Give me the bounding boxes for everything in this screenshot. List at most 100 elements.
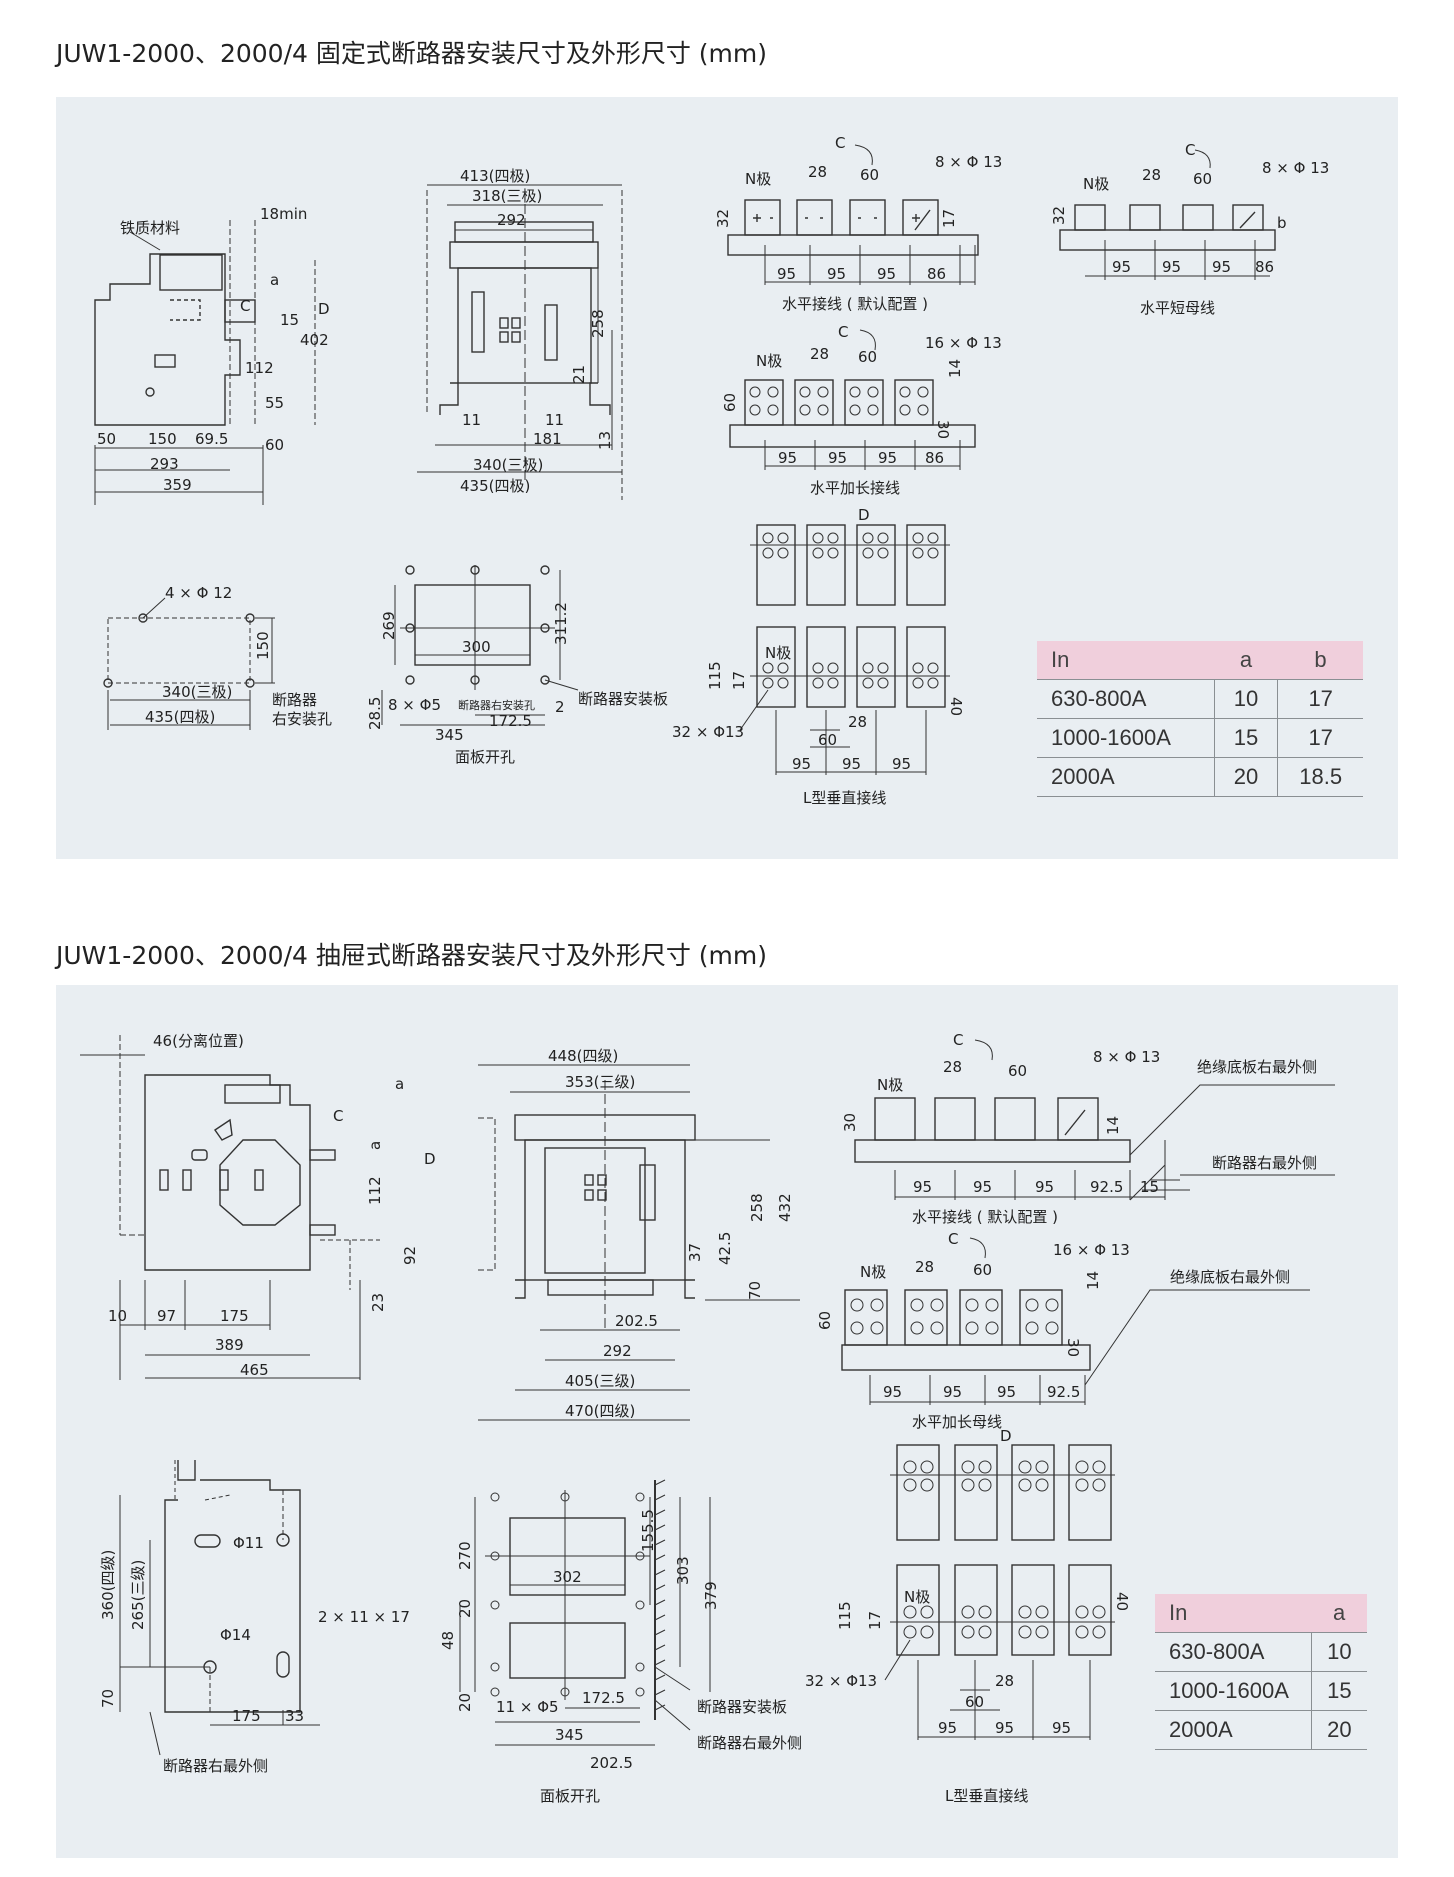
table-header-in: In: [1037, 641, 1215, 680]
s2-fv-470: 470(四级): [565, 1402, 635, 1420]
s1-pc-2: 2: [555, 698, 565, 716]
table-header-in: In: [1155, 1594, 1312, 1633]
s1-hd-holes: 8 × Φ 13: [935, 153, 1002, 171]
table-header-row: In a b: [1037, 641, 1363, 680]
s1-he-14: 14: [946, 359, 964, 378]
s1-side-view: [94, 220, 316, 505]
table-cell: 1000-1600A: [1155, 1671, 1312, 1711]
table-cell: 18.5: [1277, 757, 1363, 797]
s1-hs-caption: 水平短母线: [1140, 299, 1215, 317]
s2-he-60v: 60: [816, 1311, 834, 1330]
s2-hd-60: 60: [1008, 1062, 1027, 1080]
s2-sv-92: 92: [401, 1246, 419, 1265]
s2-hd-caption: 水平接线 ( 默认配置 ): [912, 1208, 1058, 1226]
table-cell: 10: [1310, 1632, 1367, 1672]
s1-hs-60: 60: [1193, 170, 1212, 188]
s2-mh-360: 360(四级): [99, 1550, 117, 1620]
s2-sv-23: 23: [369, 1293, 387, 1312]
s1-pc-345: 345: [435, 726, 464, 744]
s2-rating-table: In a 630-800A 10 1000-1600A 15 2000A 20: [1155, 1594, 1367, 1750]
table-header-b: b: [1277, 641, 1363, 680]
table-cell: 2000A: [1155, 1710, 1312, 1750]
s2-mh-175: 175: [232, 1707, 261, 1725]
s2-pc-302: 302: [553, 1568, 582, 1586]
s1-dim-293: 293: [150, 455, 179, 473]
s2-pc-20b: 20: [456, 1693, 474, 1712]
s2-sv-a2: a: [366, 1141, 384, 1150]
s1-he-95c: 95: [878, 449, 897, 467]
s2-he-30: 30: [1064, 1338, 1082, 1357]
s1-he-caption: 水平加长接线: [810, 479, 900, 497]
s2-lv-115: 115: [836, 1601, 854, 1630]
s1-front-181: 181: [533, 430, 562, 448]
s2-sv-112: 112: [366, 1176, 384, 1205]
s1-hd-17: 17: [940, 209, 958, 228]
s2-lv-60: 60: [965, 1693, 984, 1711]
s1-pc-caption: 面板开孔: [455, 748, 515, 766]
s1-dim-150: 150: [148, 430, 177, 448]
s1-front-view: [417, 184, 623, 500]
s2-pc-202.5: 202.5: [590, 1754, 633, 1772]
s2-horizontal-default: [854, 1039, 1335, 1201]
s2-lv-d: D: [1000, 1427, 1012, 1445]
s1-front-258: 258: [589, 309, 607, 338]
table-row: 630-800A 10 17: [1037, 679, 1363, 719]
s2-pc-plate: 断路器安装板: [697, 1698, 787, 1716]
table-cell: 15: [1213, 718, 1278, 758]
table-cell: 1000-1600A: [1037, 718, 1215, 758]
s1-lv-holes: 32 × Φ13: [672, 723, 744, 741]
s2-hd-15: 15: [1140, 1178, 1159, 1196]
s2-he-holes: 16 × Φ 13: [1053, 1241, 1130, 1259]
table-row: 1000-1600A 15: [1155, 1671, 1367, 1711]
s2-hd-c: C: [953, 1031, 963, 1049]
s2-pc-155.5: 155.5: [639, 1509, 657, 1552]
s1-he-95a: 95: [778, 449, 797, 467]
s1-hd-28: 28: [808, 163, 827, 181]
s1-pc-holes: 8 × Φ5: [388, 696, 441, 714]
s2-he-95b: 95: [943, 1383, 962, 1401]
table-row: 2000A 20 18.5: [1037, 757, 1363, 797]
s2-front-view: [478, 1064, 800, 1421]
s1-horizontal-default: [727, 144, 979, 285]
s1-dim-15: 15: [280, 311, 299, 329]
table-cell: 17: [1277, 679, 1363, 719]
s2-hd-insulation: 绝缘底板右最外侧: [1197, 1058, 1317, 1076]
s1-lv-60: 60: [818, 731, 837, 749]
s1-lv-40: 40: [947, 697, 965, 716]
s2-pc-303: 303: [674, 1556, 692, 1585]
s2-lv-40: 40: [1113, 1592, 1131, 1611]
s2-hd-95b: 95: [973, 1178, 992, 1196]
section2-title: JUW1-2000、2000/4 抽屉式断路器安装尺寸及外形尺寸 (mm): [56, 941, 767, 970]
s1-dim-50: 50: [97, 430, 116, 448]
s1-mh-340: 340(三极): [162, 683, 232, 701]
s2-horizontal-extended: [841, 1237, 1310, 1405]
s2-hd-breaker-side: 断路器右最外侧: [1212, 1154, 1317, 1172]
s2-he-95a: 95: [883, 1383, 902, 1401]
s1-front-413: 413(四极): [460, 167, 530, 185]
s1-hs-28: 28: [1142, 166, 1161, 184]
s2-pc-379: 379: [702, 1581, 720, 1610]
table-row: 2000A 20: [1155, 1710, 1367, 1750]
s2-lv-17: 17: [866, 1611, 884, 1630]
s2-he-npole: N极: [860, 1263, 886, 1281]
s1-pc-28.5: 28.5: [366, 697, 384, 730]
s1-lv-95c: 95: [892, 755, 911, 773]
s2-fv-405: 405(三级): [565, 1372, 635, 1390]
table-header-row: In a: [1155, 1594, 1367, 1633]
s1-l-vertical: [739, 524, 950, 775]
s1-mh-holes: 4 × Φ 12: [165, 584, 232, 602]
s1-mh-right: 右安装孔: [272, 710, 332, 728]
s2-l-vertical: [884, 1444, 1115, 1740]
s1-hd-86: 86: [927, 265, 946, 283]
s2-pc-345: 345: [555, 1726, 584, 1744]
table-cell: 630-800A: [1037, 679, 1215, 719]
s2-fv-42.5: 42.5: [716, 1232, 734, 1265]
s1-pc-269: 269: [380, 611, 398, 640]
s2-lv-95c: 95: [1052, 1719, 1071, 1737]
s1-he-28: 28: [810, 345, 829, 363]
s1-dim-d: D: [318, 300, 330, 318]
s1-hs-c: C: [1185, 141, 1195, 159]
s2-mh-33: 33: [285, 1707, 304, 1725]
s2-pc-breaker-side: 断路器右最外侧: [697, 1734, 802, 1752]
s2-hd-95c: 95: [1035, 1178, 1054, 1196]
